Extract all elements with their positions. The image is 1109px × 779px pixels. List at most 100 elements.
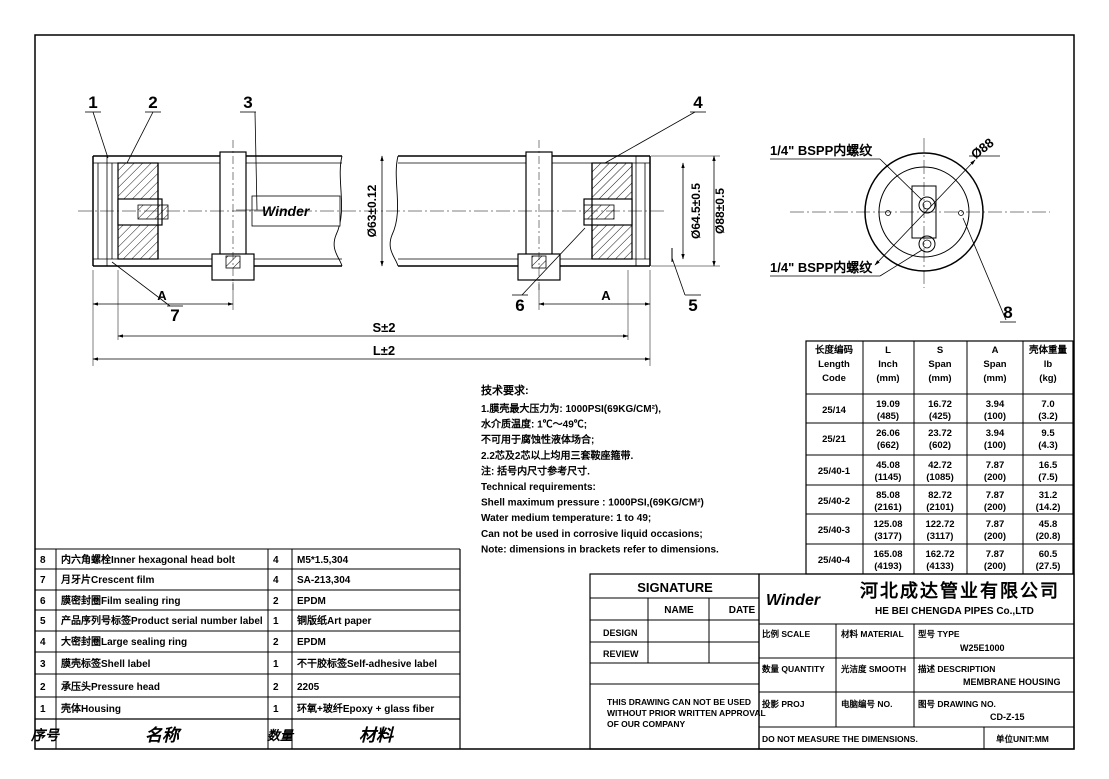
bom-no: 3 <box>40 659 46 670</box>
note-line: Note: dimensions in brackets refer to di… <box>481 544 719 555</box>
spec-header-cell: 长度编码 <box>815 344 854 356</box>
bom-name: 膜密封圈Film sealing ring <box>61 594 180 607</box>
spec-header-cell: Code <box>822 373 846 384</box>
warning-line-1: THIS DRAWING CAN NOT BE USED <box>607 697 751 707</box>
shell-label-logo: Winder <box>262 203 311 219</box>
bom-header-name: 名称 <box>145 726 182 745</box>
spec-header-cell: Span <box>928 359 951 370</box>
spec-value-cell: 7.87 <box>986 549 1005 560</box>
note-line: Shell maximum pressure : 1000PSI,(69KG/C… <box>481 498 704 509</box>
spec-value-cell: 162.72 <box>925 549 954 560</box>
spec-value-cell: (662) <box>877 440 899 451</box>
tb-quantity: 数量 QUANTITY <box>762 664 825 674</box>
balloon-7: 7 <box>170 306 179 325</box>
dim-d64: Ø64.5±0.5 <box>689 183 703 239</box>
warning-line-3: OF OUR COMPANY <box>607 719 686 729</box>
signature-title: SIGNATURE <box>637 580 713 595</box>
spec-value-cell: 45.8 <box>1039 519 1058 530</box>
signature-date: DATE <box>729 605 756 616</box>
notes-title: 技术要求: <box>481 383 529 397</box>
balloon-8: 8 <box>1003 303 1012 322</box>
tb-dwg-value: CD-Z-15 <box>990 712 1025 722</box>
spec-value-cell: 16.5 <box>1039 460 1058 471</box>
sheet-border <box>34 34 1075 750</box>
spec-value-cell: 60.5 <box>1039 549 1058 560</box>
dim-d63: Ø63±0.12 <box>365 184 379 237</box>
note-line: 注: 括号内尺寸参考尺寸. <box>481 464 590 477</box>
spec-code-cell: 25/14 <box>822 405 846 416</box>
spec-value-cell: 45.08 <box>876 460 900 471</box>
bom-qty: 4 <box>273 555 279 566</box>
spec-value-cell: (3.2) <box>1038 411 1058 422</box>
spec-value-cell: (1145) <box>875 472 902 483</box>
bom-mat: 环氧+玻纤Epoxy + glass fiber <box>297 702 434 715</box>
bom-mat: EPDM <box>297 637 326 648</box>
tb-type-label: 型号 TYPE <box>918 629 960 639</box>
spec-code-cell: 25/40-3 <box>818 525 850 536</box>
tb-type-value: W25E1000 <box>960 643 1005 653</box>
spec-value-cell: 3.94 <box>986 399 1005 410</box>
signature-name: NAME <box>664 605 694 616</box>
bom-name: 膜壳标签Shell label <box>61 657 151 670</box>
spec-value-cell: (27.5) <box>1036 561 1061 572</box>
bom-mat: 不干胶标签Self-adhesive label <box>297 657 437 670</box>
spec-value-cell: 19.09 <box>876 399 900 410</box>
bom-mat: EPDM <box>297 596 326 607</box>
bom-qty: 1 <box>273 704 279 715</box>
spec-value-cell: (485) <box>877 411 899 422</box>
dim-a-right: A <box>601 288 611 303</box>
tb-scale: 比例 SCALE <box>762 629 811 639</box>
tb-proj: 投影 PROJ <box>762 699 805 709</box>
dim-s: S±2 <box>372 320 395 335</box>
note-line: 不可用于腐蚀性液体场合; <box>481 433 594 446</box>
bom-name: 承压头Pressure head <box>61 680 160 693</box>
bom-no: 4 <box>40 637 46 648</box>
spec-value-cell: (2161) <box>874 502 901 513</box>
spec-header-cell: S <box>937 345 943 356</box>
spec-value-cell: 23.72 <box>928 428 952 439</box>
spec-value-cell: (4.3) <box>1038 440 1058 451</box>
spec-value-cell: (200) <box>984 472 1006 483</box>
spec-value-cell: 85.08 <box>876 490 900 501</box>
spec-header-cell: A <box>992 345 999 356</box>
bom-table <box>35 548 461 749</box>
spec-value-cell: (7.5) <box>1038 472 1058 483</box>
note-line: Technical requirements: <box>481 482 596 493</box>
bom-qty: 4 <box>273 575 279 586</box>
tb-material: 材料 MATERIAL <box>840 629 904 639</box>
spec-value-cell: (14.2) <box>1036 502 1061 513</box>
title-block <box>758 573 1075 750</box>
spec-value-cell: 42.72 <box>928 460 952 471</box>
note-line: 2.2芯及2芯以上均用三套鞍座箍带. <box>481 449 633 462</box>
spec-value-cell: (200) <box>984 531 1006 542</box>
port-label-bottom: 1/4" BSPP内螺纹 <box>770 260 873 275</box>
tb-measure: DO NOT MEASURE THE DIMENSIONS. <box>762 734 918 744</box>
balloon-6: 6 <box>515 296 524 315</box>
spec-header-cell: (kg) <box>1039 373 1056 384</box>
spec-value-cell: (20.8) <box>1036 531 1061 542</box>
company-name-cn: 河北成达管业有限公司 <box>860 580 1060 601</box>
bom-no: 1 <box>40 704 46 715</box>
spec-code-cell: 25/40-4 <box>818 555 851 566</box>
bom-qty: 1 <box>273 659 279 670</box>
spec-value-cell: (2101) <box>926 502 953 513</box>
spec-header-cell: (mm) <box>876 373 899 384</box>
spec-value-cell: 9.5 <box>1041 428 1055 439</box>
note-line: 水介质温度: 1℃～49℃; <box>480 418 587 431</box>
dim-a-left: A <box>157 288 167 303</box>
spec-value-cell: (100) <box>984 411 1006 422</box>
bom-mat: 2205 <box>297 682 320 693</box>
bom-name: 内六角螺栓Inner hexagonal head bolt <box>61 553 236 566</box>
side-view <box>78 111 720 366</box>
dim-end-d88: Ø88 <box>968 135 997 162</box>
spec-value-cell: (3117) <box>927 531 954 542</box>
note-line: Can not be used in corrosive liquid occa… <box>481 529 703 540</box>
spec-value-cell: 7.87 <box>986 460 1005 471</box>
tb-unit: 单位UNIT:MM <box>996 734 1049 744</box>
spec-value-cell: 7.87 <box>986 519 1005 530</box>
spec-value-cell: (200) <box>984 561 1006 572</box>
bom-name: 壳体Housing <box>60 702 121 715</box>
signature-design: DESIGN <box>603 628 638 638</box>
warning-line-2: WITHOUT PRIOR WRITTEN APPROVAL <box>607 708 766 718</box>
